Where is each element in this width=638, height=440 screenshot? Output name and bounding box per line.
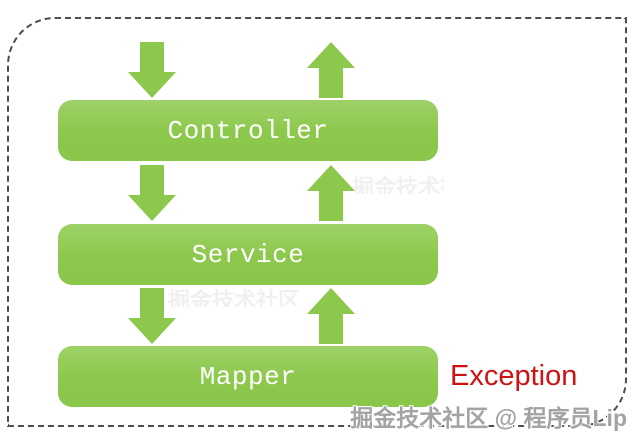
layer-box-mapper: Mapper (58, 346, 438, 407)
layer-label-controller: Controller (167, 115, 329, 146)
layer-box-controller: Controller (58, 100, 438, 161)
layer-label-mapper: Mapper (199, 361, 297, 392)
down-arrow-icon (128, 165, 176, 221)
up-arrow-icon (307, 288, 355, 344)
up-arrow-icon (307, 165, 355, 221)
exception-label: Exception (450, 360, 578, 392)
watermark-text: 掘金技术社区 @ 程序员Lip (350, 405, 627, 431)
down-arrow-icon (128, 42, 176, 98)
layer-box-service: Service (58, 224, 438, 285)
down-arrow-icon (128, 288, 176, 344)
dashed-border-frame (7, 17, 627, 427)
layer-label-service: Service (191, 239, 305, 270)
up-arrow-icon (307, 42, 355, 98)
